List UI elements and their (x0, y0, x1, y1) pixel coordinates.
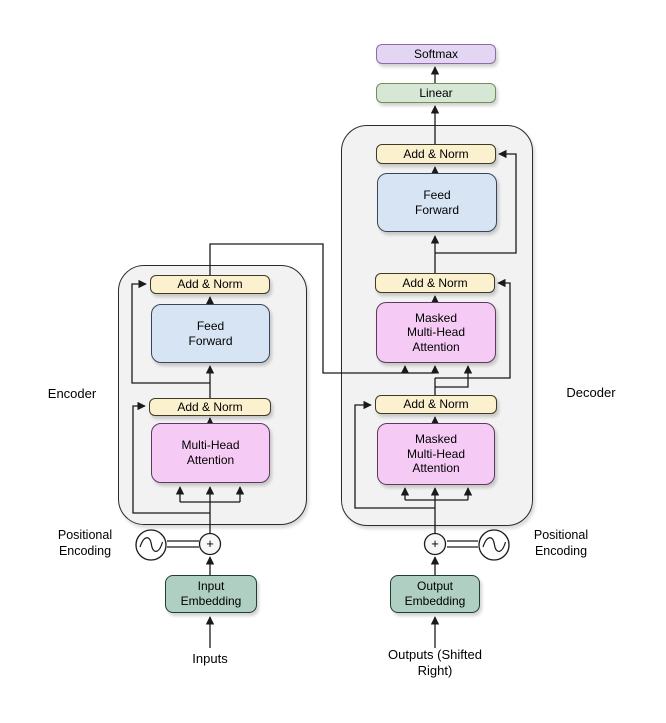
encoder-feed-forward-label: Feed Forward (188, 318, 233, 348)
output-embedding-box: Output Embedding (390, 575, 480, 613)
encoder-add-norm-top-label: Add & Norm (177, 277, 243, 292)
decoder-add-norm-top-label: Add & Norm (403, 146, 469, 161)
plus-circle-right (423, 532, 447, 556)
sine-wave-icon-right (478, 529, 510, 561)
linear-label: Linear (419, 85, 453, 100)
double-link-right (447, 540, 478, 548)
input-embedding-label: Input Embedding (180, 579, 242, 608)
inputs-label: Inputs (192, 651, 228, 666)
decoder-label: Decoder (566, 385, 616, 400)
double-link-left (167, 540, 199, 548)
plus-circle-left (198, 532, 222, 556)
encoder-feed-forward-box: Feed Forward (151, 304, 270, 363)
decoder-add-norm-top-box: Add & Norm (376, 144, 496, 164)
outputs-label: Outputs (Shifted Right) (388, 647, 482, 679)
encoder-attention-label: Multi-Head Attention (181, 438, 240, 467)
encoder-attention-box: Multi-Head Attention (151, 423, 270, 483)
sine-wave-icon-left (135, 529, 167, 561)
decoder-self-attention-label: Masked Multi-Head Attention (406, 432, 466, 476)
decoder-feed-forward-box: Feed Forward (377, 173, 497, 232)
plus-icon-right: + (431, 536, 439, 551)
encoder-add-norm-top-box: Add & Norm (150, 275, 270, 294)
decoder-feed-forward-label: Feed Forward (414, 187, 459, 217)
decoder-cross-attention-label: Masked Multi-Head Attention (406, 310, 466, 354)
input-embedding-box: Input Embedding (165, 575, 257, 613)
softmax-box: Softmax (376, 44, 496, 64)
positional-encoding-label-right: Positional Encoding (533, 528, 589, 558)
decoder-cross-attention-box: Masked Multi-Head Attention (376, 302, 496, 363)
decoder-add-norm-bottom-label: Add & Norm (403, 397, 469, 412)
encoder-add-norm-bottom-label: Add & Norm (177, 399, 243, 414)
encoder-add-norm-bottom-box: Add & Norm (149, 398, 271, 416)
encoder-label: Encoder (47, 386, 97, 401)
plus-icon-left: + (206, 536, 214, 551)
decoder-add-norm-mid-box: Add & Norm (375, 273, 495, 293)
decoder-add-norm-bottom-box: Add & Norm (375, 395, 497, 414)
linear-box: Linear (376, 83, 496, 103)
decoder-add-norm-mid-label: Add & Norm (402, 275, 468, 290)
decoder-self-attention-box: Masked Multi-Head Attention (377, 423, 495, 485)
positional-encoding-label-left: Positional Encoding (57, 528, 113, 558)
output-embedding-label: Output Embedding (404, 579, 466, 608)
softmax-label: Softmax (413, 46, 458, 61)
